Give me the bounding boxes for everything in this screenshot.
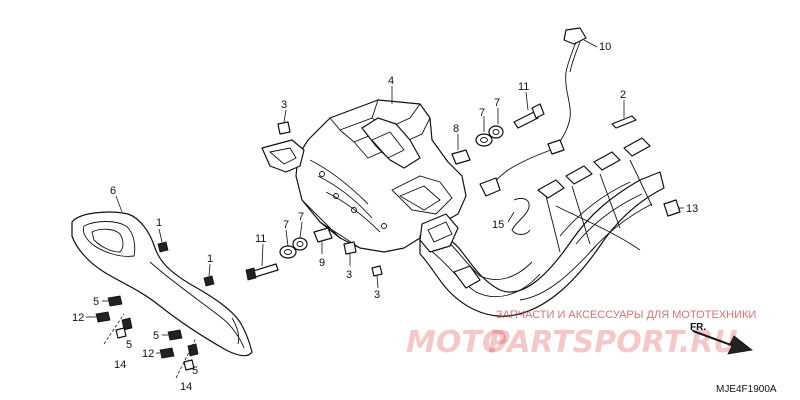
callout-11: 11 xyxy=(255,233,266,245)
leader-lines xyxy=(86,39,684,379)
heat-shield[interactable] xyxy=(71,211,253,357)
callout-5: 5 xyxy=(192,365,198,377)
callout-7: 7 xyxy=(479,107,485,119)
front-marker-label: FR. xyxy=(690,322,706,333)
callout-9: 9 xyxy=(319,257,325,269)
oxygen-sensor[interactable] xyxy=(479,27,587,197)
callout-14: 14 xyxy=(114,359,126,371)
callout-12: 12 xyxy=(72,312,84,324)
callout-8: 8 xyxy=(453,123,459,135)
exhaust-pipe-assembly[interactable] xyxy=(419,115,681,317)
callout-7: 7 xyxy=(494,97,500,109)
callout-12: 12 xyxy=(142,348,154,360)
callout-10: 10 xyxy=(599,41,611,53)
front-direction-marker: FR. xyxy=(690,322,753,355)
callout-15: 15 xyxy=(492,219,504,231)
callouts: 10 4 3 11 2 8 7 7 6 1 1 15 13 11 7 7 9 3… xyxy=(72,41,698,393)
watermark: ЗАПЧАСТИ И АКСЕССУАРЫ ДЛЯ МОТОТЕХНИКИ MO… xyxy=(406,309,756,360)
callout-3: 3 xyxy=(281,99,287,111)
callout-3: 3 xyxy=(346,269,352,281)
callout-1: 1 xyxy=(156,217,162,229)
callout-5: 5 xyxy=(153,330,159,342)
callout-4: 4 xyxy=(388,75,394,87)
callout-14: 14 xyxy=(180,381,192,393)
callout-7: 7 xyxy=(298,211,304,223)
callout-11: 11 xyxy=(518,81,529,93)
callout-13: 13 xyxy=(686,203,698,215)
diagram-code: MJE4F1900A xyxy=(716,384,777,395)
watermark-tagline: ЗАПЧАСТИ И АКСЕССУАРЫ ДЛЯ МОТОТЕХНИКИ xyxy=(496,309,756,321)
watermark-brand-left: MOTO xyxy=(406,325,507,360)
callout-7: 7 xyxy=(283,219,289,231)
fasteners[interactable] xyxy=(95,103,545,371)
callout-3: 3 xyxy=(374,289,380,301)
watermark-brand: PARTSPORT.RU xyxy=(488,325,738,360)
callout-5: 5 xyxy=(93,296,99,308)
muffler[interactable] xyxy=(261,99,467,253)
callout-1: 1 xyxy=(207,253,213,265)
callout-6: 6 xyxy=(110,185,116,197)
callout-5: 5 xyxy=(126,339,132,351)
callout-2: 2 xyxy=(620,89,626,101)
